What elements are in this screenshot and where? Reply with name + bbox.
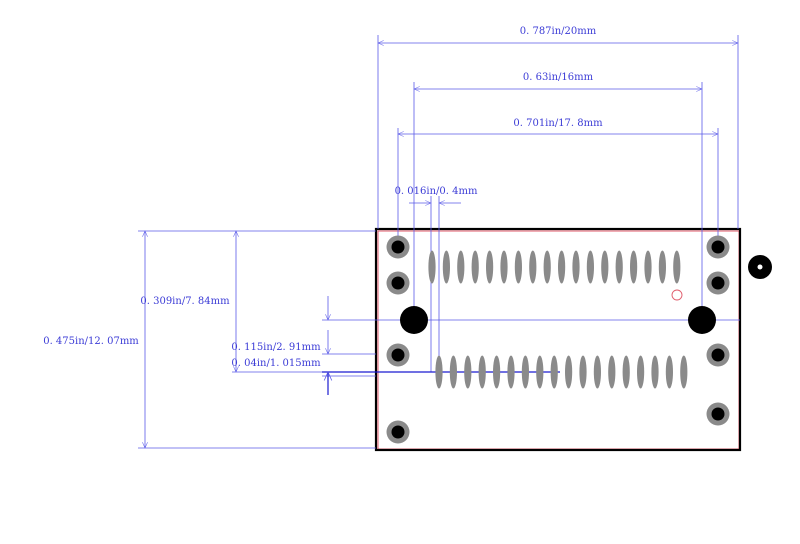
hole-top-left: [386, 235, 410, 259]
pad: [486, 250, 494, 284]
hole-low-right: [706, 343, 730, 367]
pad: [478, 355, 486, 389]
hole-mid-right: [706, 271, 730, 295]
pad: [658, 250, 667, 284]
pad: [622, 355, 630, 389]
hole-top-right: [706, 235, 730, 259]
hole-mid-left: [386, 271, 410, 295]
pad: [507, 355, 515, 389]
dim-overall-height-label: 0. 475in/12. 07mm: [43, 336, 139, 347]
pad: [608, 355, 616, 389]
pin1-marker-dot: [757, 264, 763, 270]
pad: [637, 355, 645, 389]
pad: [457, 250, 465, 284]
pad: [536, 355, 544, 389]
pad-row-bottom: [435, 355, 688, 389]
pad-row-top: [428, 250, 681, 284]
dim-overall-width-label: 0. 787in/20mm: [520, 26, 597, 37]
hole-bottom-left: [386, 420, 410, 444]
dim-pad-width-label: 0. 016in/0. 4mm: [395, 186, 478, 197]
pad: [471, 250, 479, 284]
pad: [435, 355, 443, 389]
dim-row-pitch: 0. 115in/2. 91mm: [231, 296, 740, 354]
pad: [493, 355, 501, 389]
pad: [442, 250, 450, 284]
dim-pin-span-label: 0. 63in/16mm: [523, 72, 594, 83]
pad: [464, 355, 472, 389]
dim-hole-span: 0. 701in/17. 8mm: [398, 118, 718, 248]
pad: [529, 250, 537, 284]
pad: [673, 250, 681, 284]
pad: [665, 355, 674, 389]
locating-hole-left: [400, 306, 428, 334]
dim-row-pitch-label: 0. 115in/2. 91mm: [231, 342, 321, 353]
pad: [586, 250, 595, 284]
dim-overall-height: 0. 475in/12. 07mm: [43, 231, 376, 448]
pad: [572, 250, 580, 284]
pad: [593, 355, 602, 389]
pad: [449, 355, 457, 389]
pad: [630, 250, 638, 284]
dim-upper-height-label: 0. 309in/7. 84mm: [140, 296, 230, 307]
pad: [615, 250, 623, 284]
dim-pin-span: 0. 63in/16mm: [414, 72, 702, 320]
pad: [558, 250, 566, 284]
pad: [651, 355, 659, 389]
pad: [579, 355, 587, 389]
pad: [565, 355, 573, 389]
dim-row-offset-label: 0. 04in/1. 015mm: [231, 358, 321, 369]
hole-low-left: [386, 343, 410, 367]
locating-hole-right: [688, 306, 716, 334]
dim-overall-width: 0. 787in/20mm: [378, 26, 738, 229]
pad: [550, 355, 558, 389]
board-outline: [374, 227, 742, 452]
pad: [644, 250, 652, 284]
pad: [514, 250, 523, 284]
dim-hole-span-label: 0. 701in/17. 8mm: [513, 118, 603, 129]
dim-pad-width: 0. 016in/0. 4mm: [395, 186, 478, 372]
hole-bottom-right: [706, 402, 730, 426]
pad: [500, 250, 508, 284]
pad: [521, 355, 530, 389]
pad: [680, 355, 688, 389]
pad: [428, 250, 436, 284]
pad: [601, 250, 609, 284]
pin1-indicator: [671, 289, 683, 301]
pad: [543, 250, 551, 284]
